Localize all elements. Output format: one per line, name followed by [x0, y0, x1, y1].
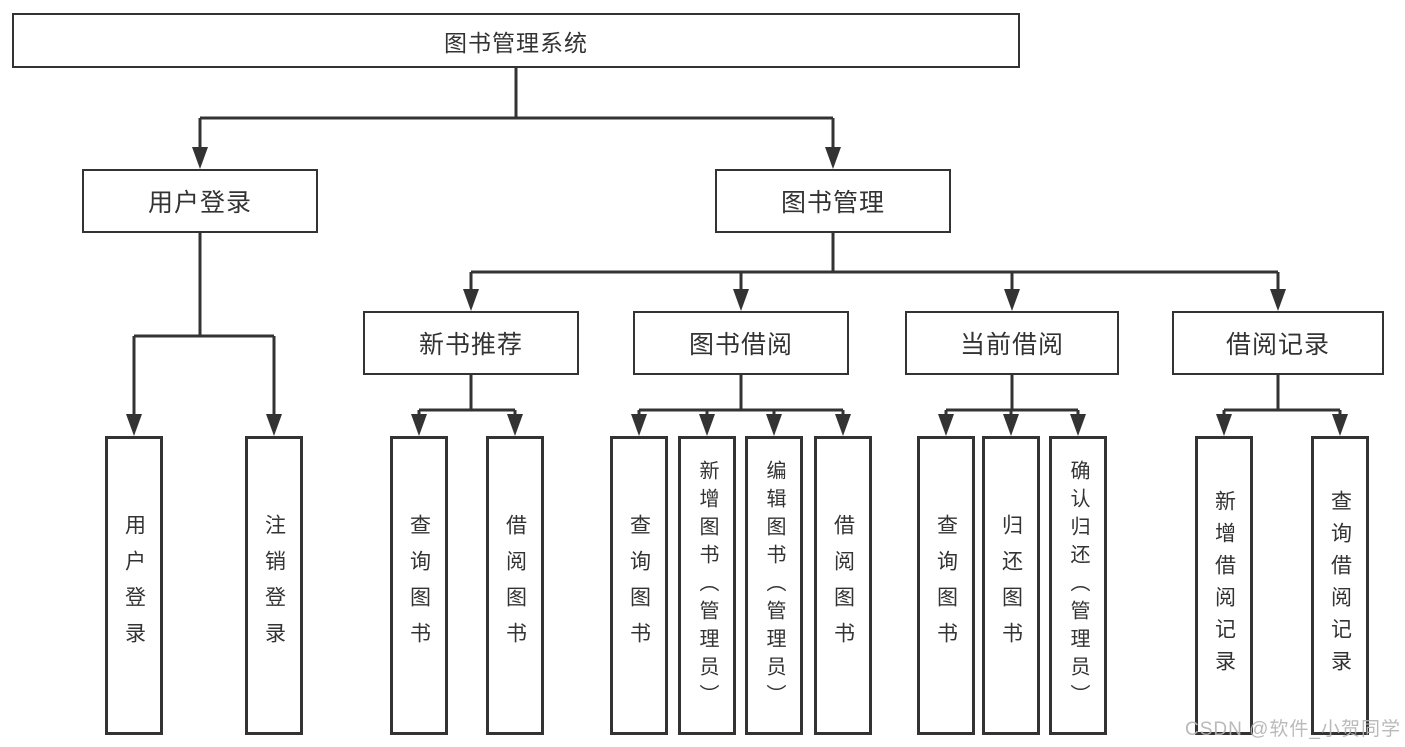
node-label: 编辑图书（管理员） [763, 459, 785, 712]
node-library-management-system: 图书管理系统 [12, 13, 1020, 68]
node-label: 注销登录 [262, 513, 286, 658]
node-label: 图书借阅 [688, 331, 793, 359]
node-label: 新书推荐 [418, 331, 523, 359]
node-label: 归还图书 [999, 513, 1023, 658]
leaf-current-query-book: 查询图书 [917, 436, 975, 735]
leaf-return-book: 归还图书 [982, 436, 1040, 735]
node-book-borrowing: 图书借阅 [633, 311, 849, 375]
leaf-recommend-borrow-book: 借阅图书 [486, 436, 544, 735]
node-label: 查询借阅记录 [1328, 489, 1352, 682]
node-current-borrowing: 当前借阅 [905, 311, 1119, 375]
leaf-borrowing-borrow-book: 借阅图书 [814, 436, 872, 735]
node-label: 当前借阅 [959, 331, 1064, 359]
node-user-login: 用户登录 [82, 169, 318, 233]
node-label: 新增借阅记录 [1212, 489, 1236, 682]
leaf-add-book-admin: 新增图书（管理员） [678, 436, 736, 735]
node-label: 借阅图书 [503, 513, 527, 658]
arrowheads [126, 147, 1348, 436]
leaf-confirm-return-admin: 确认归还（管理员） [1049, 436, 1107, 735]
node-label: 借阅图书 [831, 513, 855, 658]
leaf-edit-book-admin: 编辑图书（管理员） [745, 436, 803, 735]
node-label: 用户登录 [147, 189, 252, 217]
node-label: 查询图书 [407, 513, 431, 658]
node-borrowing-records: 借阅记录 [1172, 311, 1384, 375]
node-label: 查询图书 [627, 513, 651, 658]
node-new-book-recommendation: 新书推荐 [363, 311, 579, 375]
leaf-user-login: 用户登录 [105, 436, 163, 735]
leaf-query-borrow-record: 查询借阅记录 [1311, 436, 1369, 735]
node-label: 用户登录 [122, 513, 146, 658]
leaf-recommend-query-book: 查询图书 [390, 436, 448, 735]
node-label: 查询图书 [934, 513, 958, 658]
node-label: 确认归还（管理员） [1067, 459, 1089, 712]
node-label: 图书管理 [780, 189, 885, 217]
node-book-management: 图书管理 [715, 169, 951, 233]
node-label: 新增图书（管理员） [696, 459, 718, 712]
leaf-logout: 注销登录 [245, 436, 303, 735]
watermark: CSDN @软件_小贺同学 [1185, 719, 1401, 740]
leaf-borrowing-query-book: 查询图书 [610, 436, 668, 735]
node-label: 图书管理系统 [444, 29, 588, 56]
node-label: 借阅记录 [1225, 331, 1330, 359]
leaf-add-borrow-record: 新增借阅记录 [1195, 436, 1253, 735]
